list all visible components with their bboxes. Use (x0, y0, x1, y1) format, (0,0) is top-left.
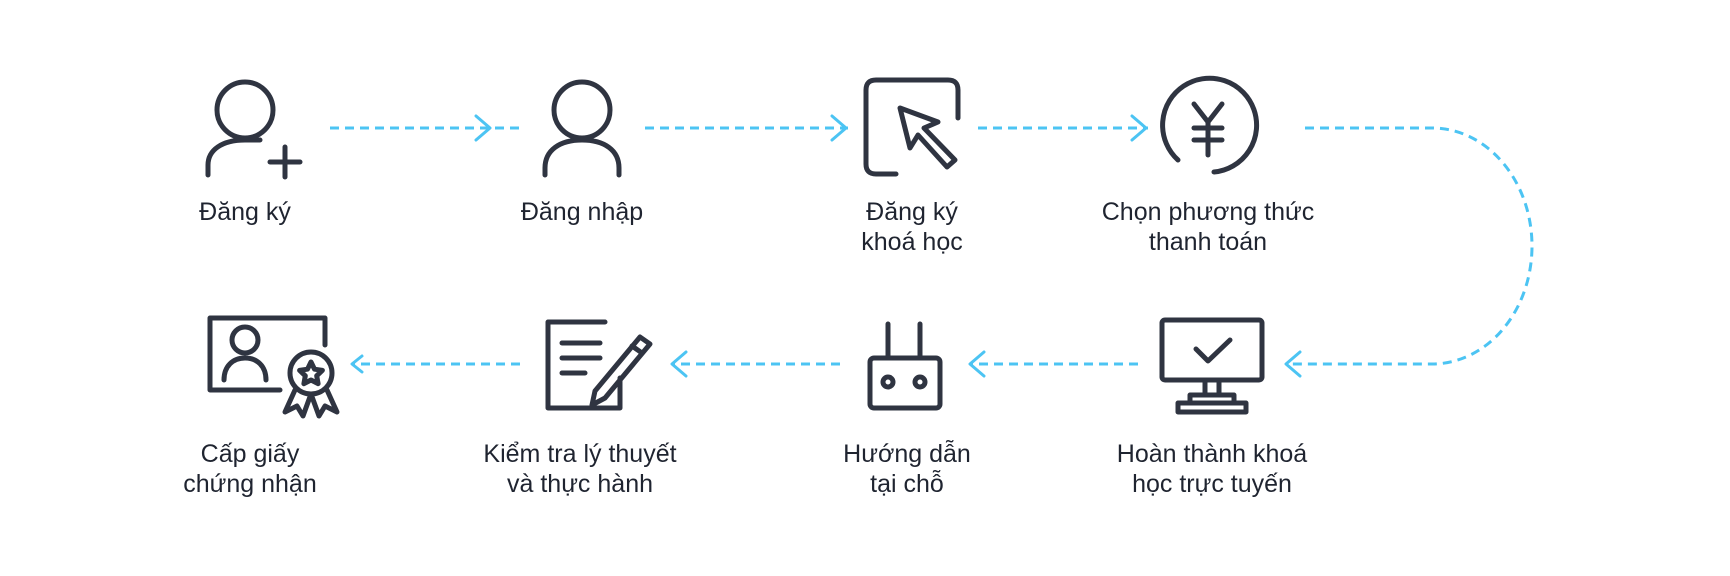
step-label-line: tại chỗ (870, 470, 944, 498)
step-label-line: thanh toán (1148, 228, 1268, 256)
user-icon (542, 79, 622, 178)
certificate-badge-icon (207, 315, 340, 419)
step-label-onsite-guide: Hướng dẫn tại chỗ (757, 439, 1057, 499)
monitor-check-icon (1159, 317, 1265, 415)
connector-payment-to-online-complete (1284, 126, 1534, 378)
document-pen-icon (545, 319, 653, 411)
step-label-line: khoá học (861, 228, 963, 256)
user-plus-icon (205, 79, 303, 180)
step-label-payment: Chọn phương thức thanh toán (1058, 197, 1358, 257)
connector-onsite-guide-to-exam (670, 350, 840, 378)
step-label-exam: Kiểm tra lý thuyết và thực hành (430, 439, 730, 499)
step-label-line: Hướng dẫn (843, 440, 971, 468)
connector-online-complete-to-onsite-guide (968, 350, 1138, 378)
step-label-line: Chọn phương thức (1101, 198, 1315, 226)
step-label-line: Đăng ký (866, 198, 958, 226)
step-label-line: học trực tuyến (1132, 470, 1292, 498)
connector-exam-to-certificate (350, 354, 520, 374)
step-label-line: Hoàn thành khoá (1116, 440, 1308, 468)
cursor-click-icon (863, 77, 961, 177)
step-label-course-register: Đăng ký khoá học (762, 197, 1062, 257)
step-label-line: Cấp giấy (200, 440, 300, 468)
step-label-line: Kiểm tra lý thuyết (483, 440, 677, 468)
connector-course-register-to-payment (978, 114, 1148, 142)
step-label-line: và thực hành (507, 470, 653, 498)
step-label-line: chứng nhận (183, 470, 317, 498)
connector-login-to-course-register (645, 114, 848, 142)
step-label-online-complete: Hoàn thành khoá học trực tuyến (1062, 439, 1362, 499)
step-label-register: Đăng ký (95, 197, 395, 227)
step-label-line: Đăng ký (199, 198, 291, 226)
remote-controller-icon (867, 321, 943, 411)
connectors (330, 114, 1534, 378)
step-label-login: Đăng nhập (432, 197, 732, 227)
connector-register-to-login (330, 114, 525, 142)
step-label-certificate: Cấp giấy chứng nhận (100, 439, 400, 499)
step-label-line: Đăng nhập (520, 198, 644, 226)
yen-coin-icon (1160, 75, 1260, 175)
